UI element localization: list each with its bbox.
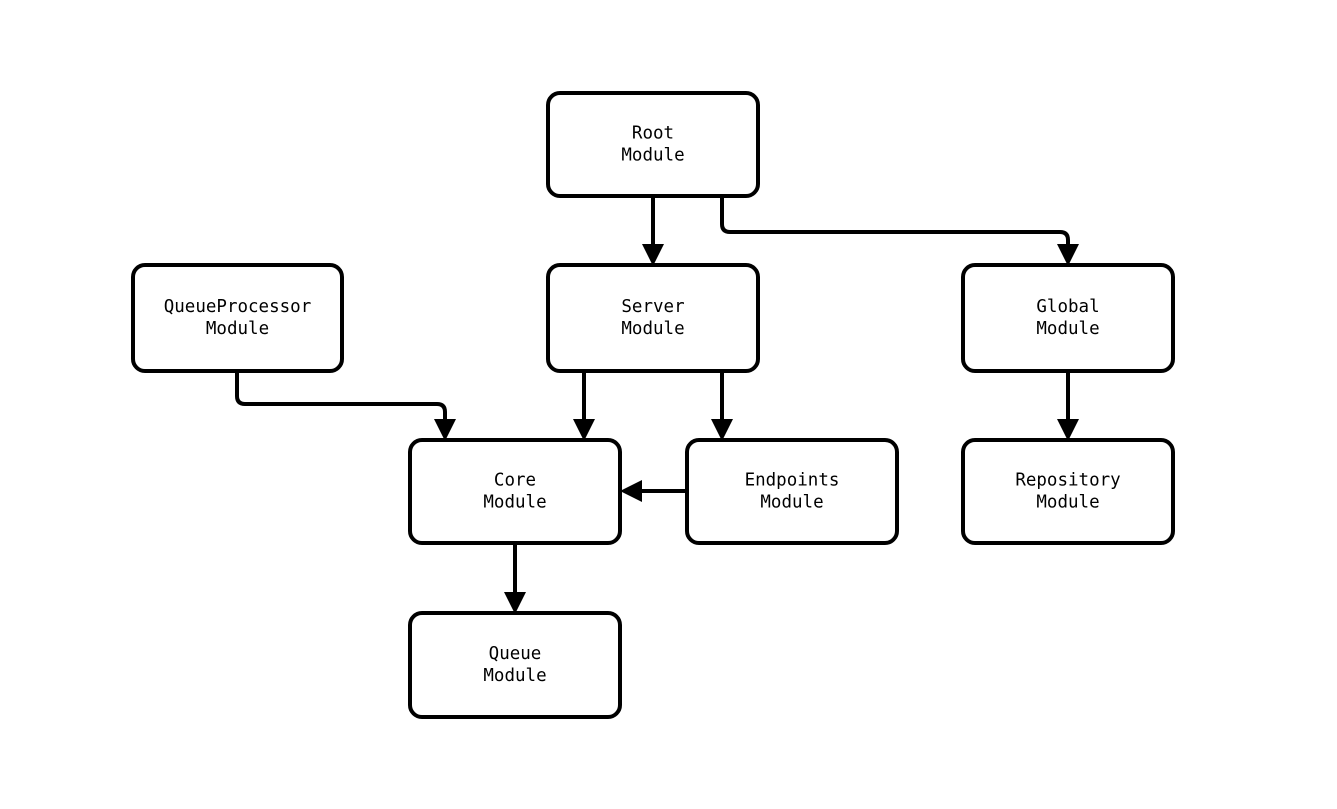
node-box[interactable] xyxy=(546,91,760,198)
node-label-line2: Module xyxy=(483,493,546,513)
node-box[interactable] xyxy=(131,263,344,373)
node-label-line1: Root xyxy=(632,124,674,144)
node-label-line1: Core xyxy=(494,471,536,491)
edge-core-to-queue xyxy=(504,543,526,614)
node-box[interactable] xyxy=(685,438,899,545)
edge-root-to-global xyxy=(720,196,1079,266)
node-label-line1: Server xyxy=(621,297,684,317)
node-box[interactable] xyxy=(961,438,1175,545)
node-label-line1: Repository xyxy=(1015,471,1120,491)
node-label-line1: Endpoints xyxy=(745,471,840,491)
node-label-line2: Module xyxy=(760,493,823,513)
nodes-layer: RootModuleQueueProcessorModuleServerModu… xyxy=(131,91,1175,719)
edge-line xyxy=(235,371,447,430)
node-label-line2: Module xyxy=(1036,319,1099,339)
node-label-line1: Global xyxy=(1036,297,1099,317)
node-label-line2: Module xyxy=(1036,493,1099,513)
node-label-line2: Module xyxy=(483,666,546,686)
edge-global-to-repository xyxy=(1057,371,1079,441)
arrowhead-icon xyxy=(620,480,642,502)
arrowhead-icon xyxy=(711,419,733,441)
edge-root-to-server xyxy=(642,196,664,266)
arrowhead-icon xyxy=(642,244,664,266)
arrowhead-icon xyxy=(573,419,595,441)
node-box[interactable] xyxy=(961,263,1175,373)
edges-layer xyxy=(235,196,1079,614)
edge-line xyxy=(720,196,1070,255)
edge-server-to-core xyxy=(573,371,595,441)
node-box[interactable] xyxy=(408,438,622,545)
node-label-line2: Module xyxy=(621,319,684,339)
arrowhead-icon xyxy=(504,592,526,614)
edge-endpoints-to-core xyxy=(620,480,687,502)
edge-server-to-endpoints xyxy=(711,371,733,441)
node-label-line2: Module xyxy=(621,146,684,166)
node-label-line1: QueueProcessor xyxy=(164,297,312,317)
arrowhead-icon xyxy=(1057,244,1079,266)
node-label-line2: Module xyxy=(206,319,269,339)
node-label-line1: Queue xyxy=(489,644,542,664)
arrowhead-icon xyxy=(434,419,456,441)
edge-queueprocessor-to-core xyxy=(235,371,456,441)
node-box[interactable] xyxy=(408,611,622,719)
node-box[interactable] xyxy=(546,263,760,373)
arrowhead-icon xyxy=(1057,419,1079,441)
